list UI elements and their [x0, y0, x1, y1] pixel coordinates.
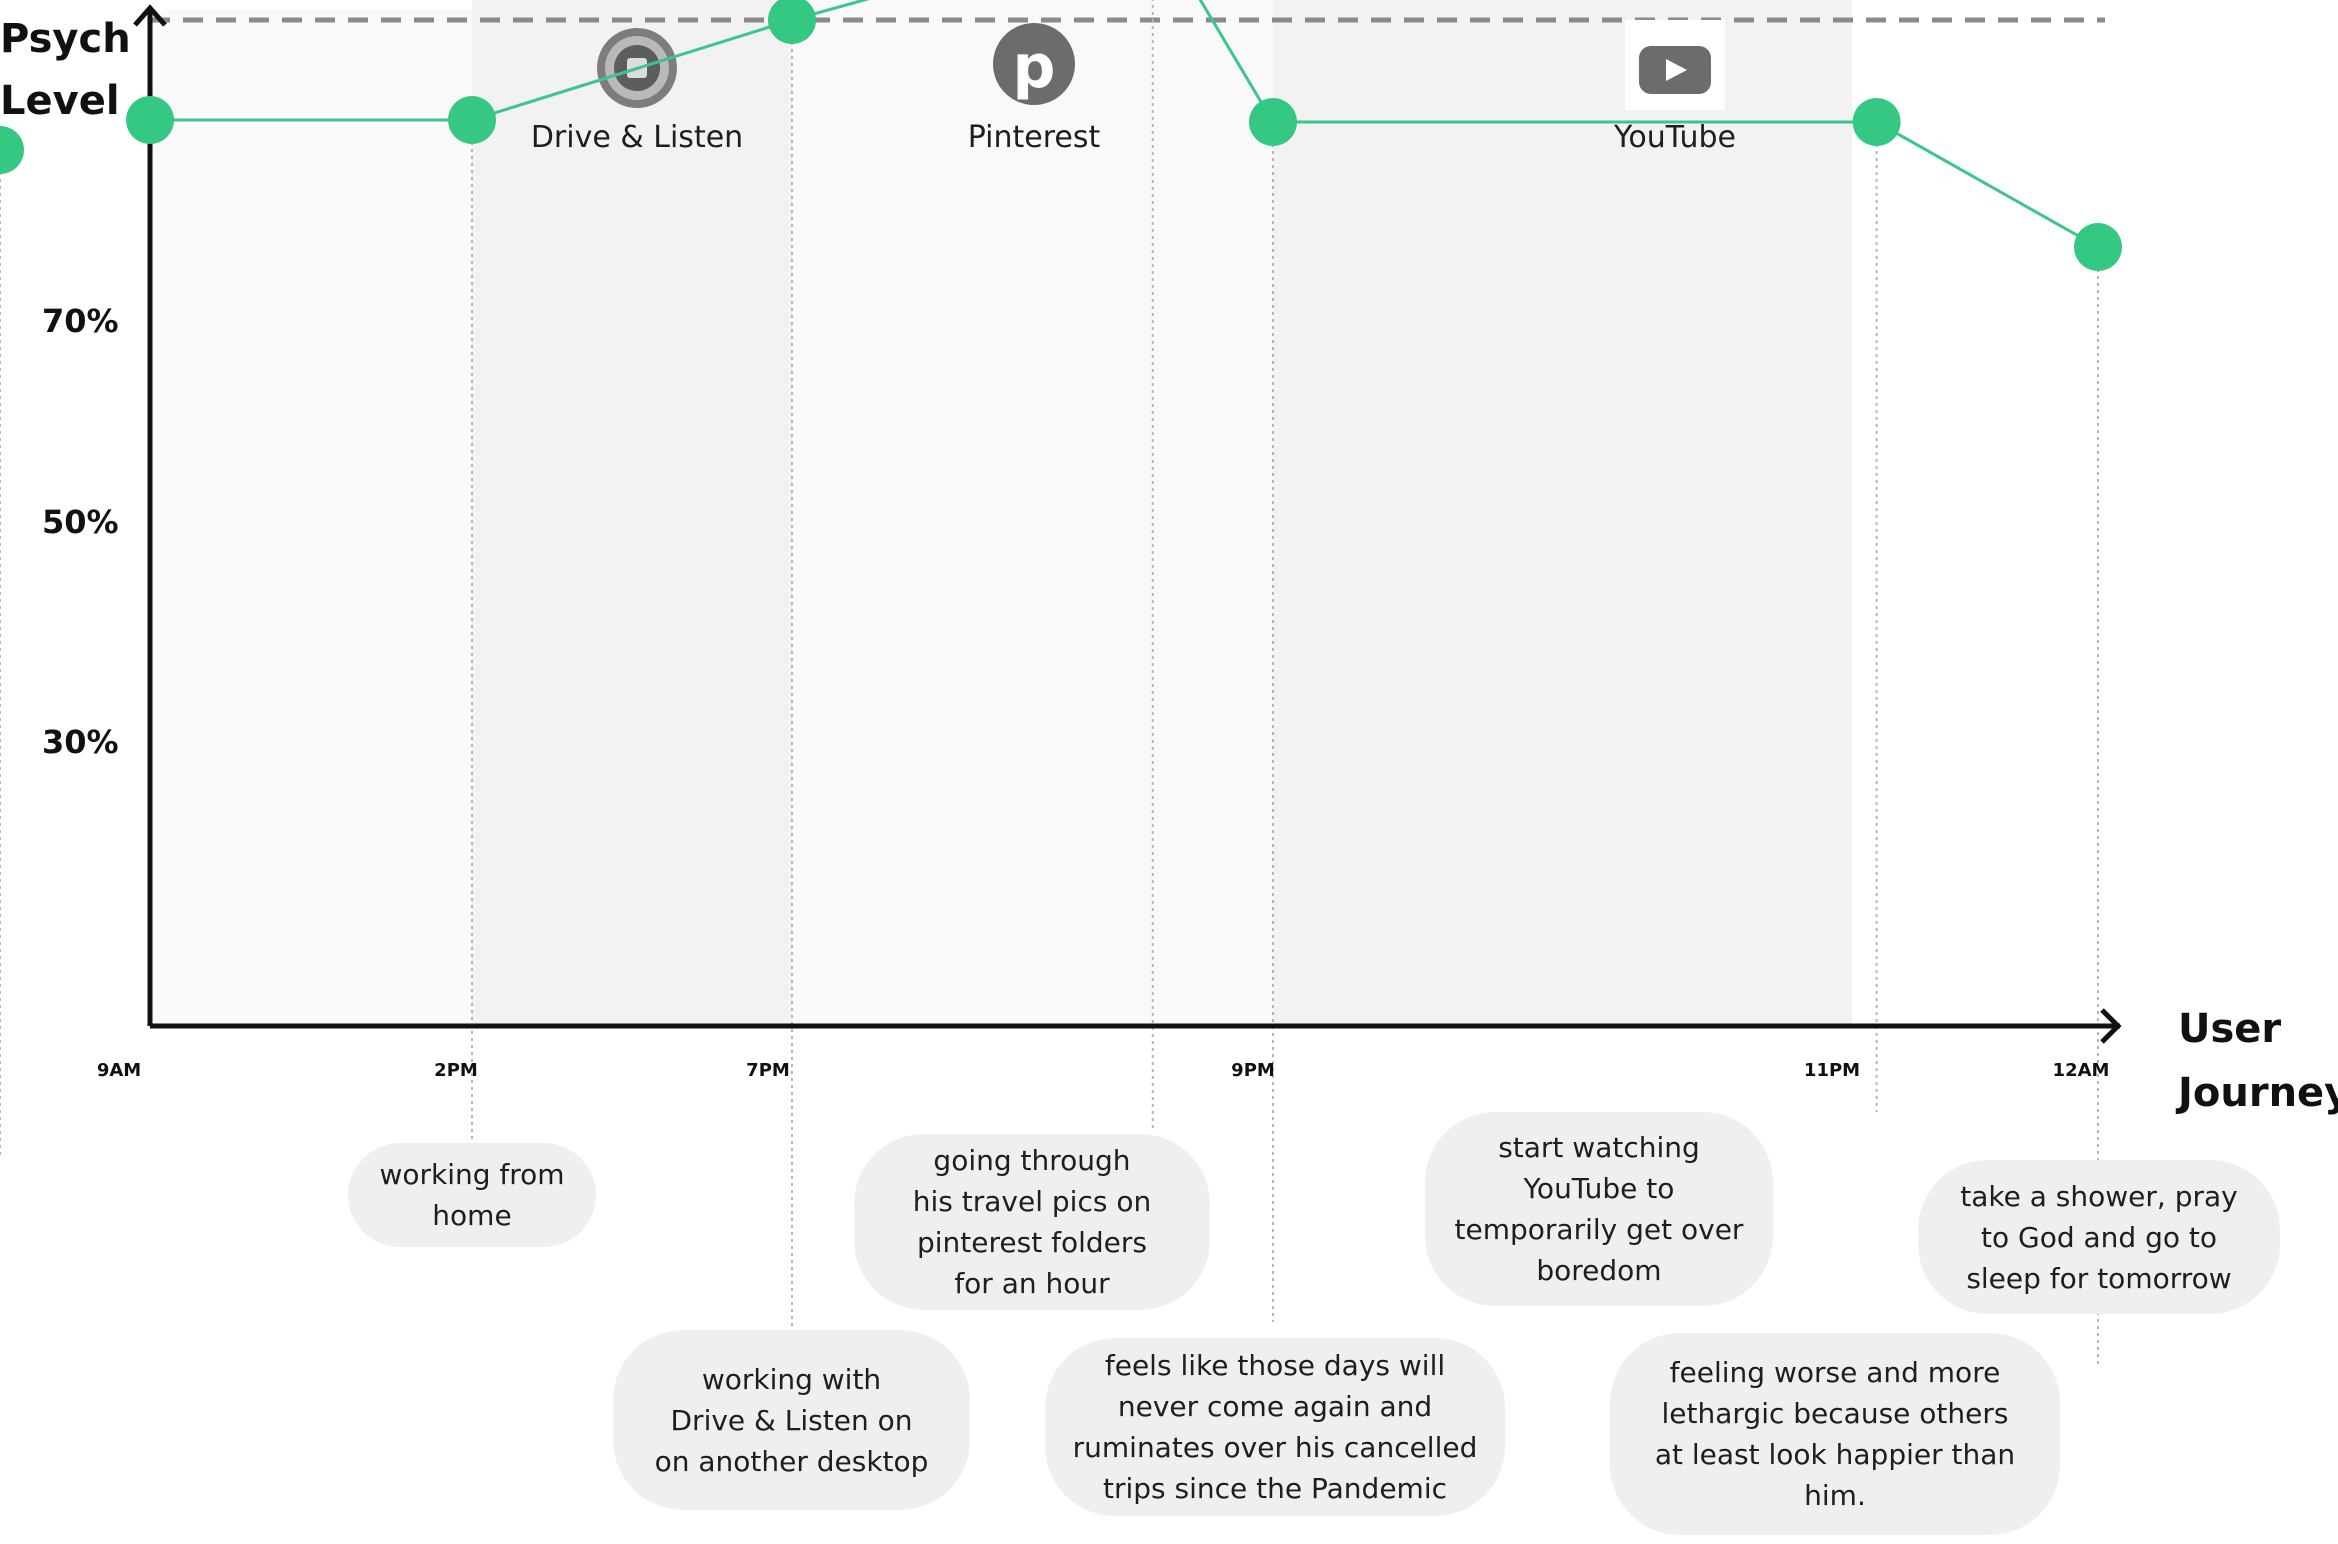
y-tick-label: 30% — [42, 723, 119, 761]
y-axis-title-line-1: Level — [0, 78, 120, 124]
phase-label: YouTube — [1613, 120, 1736, 155]
data-point-7 — [0, 126, 24, 174]
phase-band-2 — [792, 0, 1273, 1026]
annotation-bubble: working with Drive & Listen on on anothe… — [613, 1330, 970, 1510]
data-point-4 — [1249, 98, 1297, 146]
youtube-icon-play — [1666, 59, 1687, 81]
annotation-bubble: working from home — [348, 1143, 596, 1247]
x-tick-label: 7PM — [746, 1060, 790, 1081]
x-tick-label: 9PM — [1231, 1060, 1275, 1081]
phase-band-3 — [1273, 0, 1852, 1026]
phase-label: Drive & Listen — [531, 120, 743, 155]
annotation-bubble: take a shower, pray to God and go to sle… — [1918, 1160, 2280, 1314]
y-tick-label: 70% — [42, 302, 119, 340]
annotation-bubble: feeling worse and more lethargic because… — [1610, 1333, 2060, 1535]
x-tick-label: 12AM — [2053, 1060, 2110, 1081]
data-point-1 — [448, 96, 496, 144]
annotation-bubble: going through his travel pics on pintere… — [854, 1134, 1210, 1310]
phase-band-1 — [472, 0, 792, 1026]
annotation-bubble: start watching YouTube to temporarily ge… — [1425, 1112, 1773, 1306]
y-axis-arrow — [133, 4, 167, 27]
data-point-2 — [768, 0, 816, 44]
pinterest-icon-circle — [993, 23, 1075, 105]
y-tick-label: 50% — [42, 503, 119, 541]
phase-label: Pinterest — [968, 120, 1101, 155]
phase-band-0 — [150, 10, 472, 1026]
y-axis-title-line-0: Psych — [0, 16, 131, 62]
x-axis-title-line-1: Journey — [2175, 1070, 2338, 1116]
x-axis-arrow — [2100, 1008, 2122, 1044]
x-axis-title-line-0: User — [2178, 1006, 2281, 1052]
x-tick-label: 2PM — [434, 1060, 478, 1081]
data-point-5 — [1852, 98, 1901, 146]
data-point-6 — [2074, 223, 2122, 271]
x-tick-label: 9AM — [97, 1060, 141, 1081]
pinterest-icon-glyph: p — [1013, 32, 1056, 102]
youtube-icon — [1625, 20, 1725, 110]
annotation-bubble: feels like those days will never come ag… — [1045, 1338, 1505, 1516]
x-tick-label: 11PM — [1804, 1060, 1860, 1081]
data-point-0 — [126, 96, 174, 144]
pinterest-icon: p — [993, 23, 1075, 105]
